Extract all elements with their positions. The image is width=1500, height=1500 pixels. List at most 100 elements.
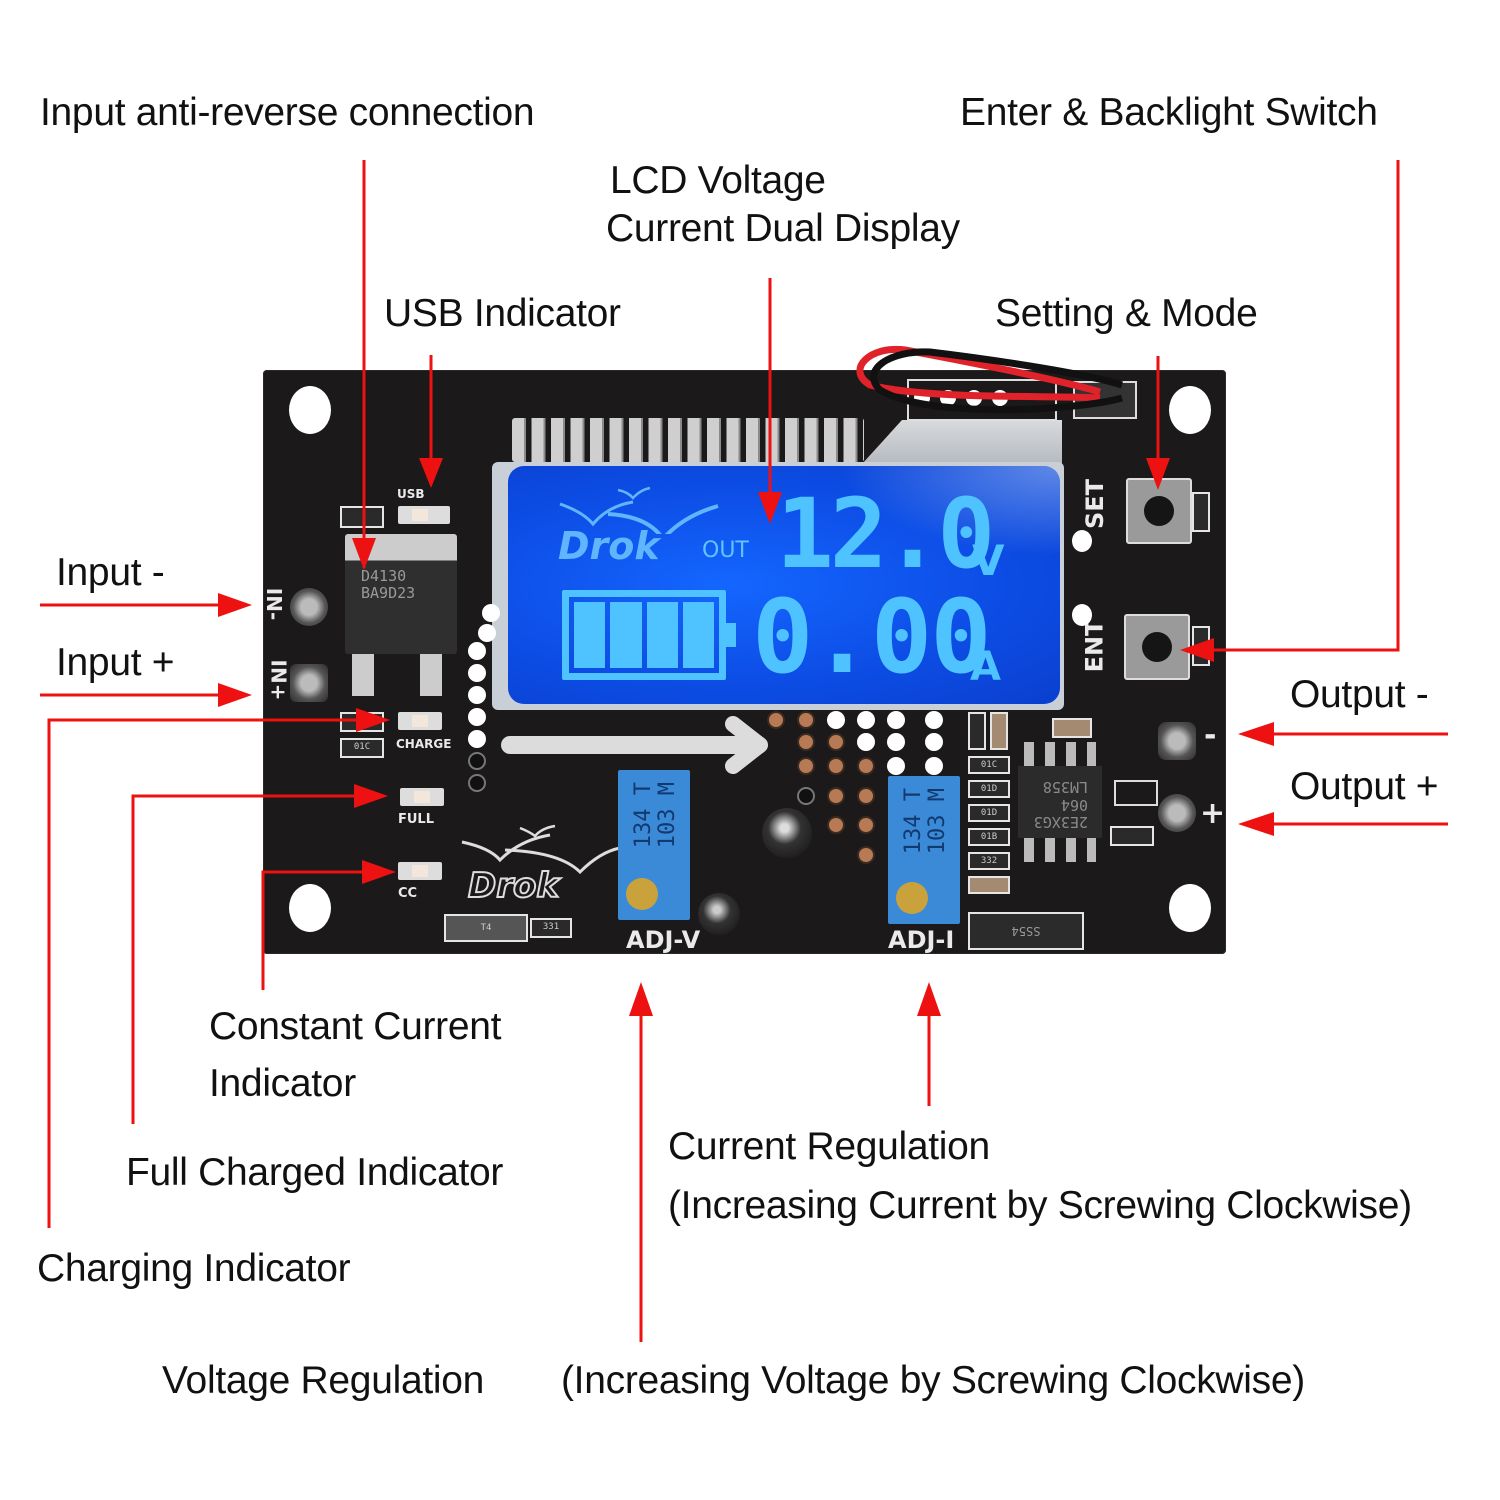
via [468, 686, 486, 704]
smd-capacitor [968, 876, 1010, 894]
via [827, 816, 845, 834]
lm358-opamp-chip: 2E3XG3 064 LM358 [1018, 766, 1102, 838]
mosfet-lead [352, 654, 374, 696]
smd-resistor: 331 [530, 918, 572, 938]
via [925, 757, 943, 775]
lcd-voltage-value: 12.0 [776, 478, 995, 590]
label-voltage-regulation: Voltage Regulation [162, 1359, 485, 1402]
lcd-brand-logo: Drok [558, 524, 660, 568]
full-indicator-led [400, 788, 444, 806]
silk-adj-v-label: ADJ-V [626, 926, 701, 954]
label-constant-current-line1: Constant Current [209, 1005, 502, 1048]
label-enter-backlight: Enter & Backlight Switch [960, 91, 1378, 134]
output-minus-terminal[interactable] [1158, 722, 1196, 760]
usb-indicator-led [398, 506, 450, 524]
silk-brand-logo: Drok [467, 865, 560, 907]
arrowhead-right [218, 683, 252, 707]
via [827, 733, 845, 751]
arrowhead-up [629, 982, 653, 1016]
label-current-regulation-line2: (Increasing Current by Screwing Clockwis… [668, 1184, 1412, 1227]
set-button-cap[interactable] [1144, 496, 1174, 526]
electrolytic-capacitor [698, 893, 740, 935]
mounting-hole [289, 386, 331, 434]
label-input-anti-reverse: Input anti-reverse connection [40, 91, 535, 134]
silk-in-plus: IN+ [266, 659, 291, 701]
arrowhead-left [1238, 722, 1274, 746]
smd-resistor [968, 712, 986, 750]
label-setting-mode: Setting & Mode [995, 292, 1258, 335]
via [797, 711, 815, 729]
mounting-hole [289, 884, 331, 932]
electrolytic-capacitor [762, 808, 812, 858]
lcd-current-value: 0.00 [752, 578, 992, 697]
silk-set-label: SET [1081, 478, 1110, 530]
mosfet-chip: D4130 BA9D23 [345, 534, 457, 654]
ent-button-cap[interactable] [1142, 632, 1172, 662]
silk-cc-label: CC [398, 886, 418, 901]
battery-level-bar [574, 602, 606, 668]
via [857, 711, 875, 729]
via [478, 624, 496, 642]
mounting-hole [1169, 884, 1211, 932]
charge-indicator-led [398, 712, 442, 730]
opamp-marking-line2: 064 [1060, 795, 1088, 814]
battery-level-bar [646, 602, 678, 668]
label-output-plus: Output + [1290, 765, 1439, 808]
label-constant-current-line2: Indicator [209, 1062, 356, 1105]
label-full-charged: Full Charged Indicator [126, 1151, 504, 1194]
arrow-enter-backlight [1210, 160, 1400, 652]
smd-resistor: 01C [968, 756, 1010, 774]
battery-level-bar [682, 602, 714, 668]
via [857, 816, 875, 834]
arrowhead-up [917, 982, 941, 1016]
label-input-minus: Input - [56, 551, 165, 594]
smd-diode: T4 [444, 914, 528, 942]
smd-resistor: 01C [340, 738, 384, 758]
arrowhead-left [1238, 812, 1274, 836]
via [468, 730, 486, 748]
smd-resistor: 01D [968, 804, 1010, 822]
mosfet-lead [420, 654, 442, 696]
smd-resistor [1192, 492, 1210, 532]
silk-ent-label: ENT [1080, 619, 1109, 673]
mosfet-marking-line2: BA9D23 [361, 584, 416, 603]
via [827, 757, 845, 775]
via [857, 787, 875, 805]
bird-logo-icon [559, 486, 719, 534]
label-charging: Charging Indicator [37, 1247, 351, 1290]
via [925, 711, 943, 729]
via [468, 708, 486, 726]
input-minus-terminal[interactable] [290, 588, 328, 626]
smd-resistor [1192, 626, 1210, 666]
label-usb-indicator: USB Indicator [384, 292, 621, 335]
opamp-pins [1024, 838, 1096, 862]
label-current-regulation-line1: Current Regulation [668, 1125, 990, 1168]
input-plus-terminal[interactable] [290, 664, 328, 702]
lcd-pin-header [512, 418, 864, 462]
via [468, 774, 486, 792]
lcd-current-unit: A [970, 644, 1001, 690]
via [887, 757, 905, 775]
label-output-minus: Output - [1290, 673, 1429, 716]
set-button[interactable] [1126, 478, 1192, 544]
output-plus-terminal[interactable] [1158, 794, 1196, 832]
label-lcd-display-line2: Current Dual Display [606, 207, 960, 250]
smd-resistor: 01B [968, 828, 1010, 846]
via [827, 787, 845, 805]
via [482, 604, 500, 622]
via [767, 711, 785, 729]
ent-button[interactable] [1124, 614, 1190, 680]
lcd-display: Drok OUT 12.0 V 0.00 A [508, 466, 1060, 704]
via [797, 733, 815, 751]
adj-i-screw-icon[interactable] [896, 882, 928, 914]
adj-v-screw-icon[interactable] [626, 878, 658, 910]
sot23-transistor [1114, 780, 1158, 806]
via [797, 757, 815, 775]
via [857, 846, 875, 864]
battery-level-bar [610, 602, 642, 668]
opamp-marking-line3: LM358 [1042, 778, 1088, 797]
silk-out-minus: - [1204, 718, 1217, 753]
via [468, 642, 486, 660]
